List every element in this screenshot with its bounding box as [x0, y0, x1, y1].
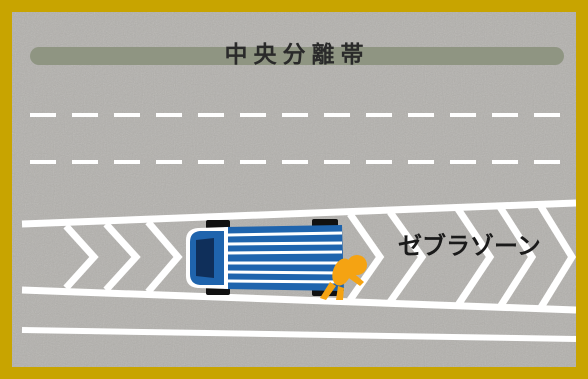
zebra-zone-top-line: [21, 199, 576, 228]
van-top-view-icon: [186, 219, 344, 296]
median-strip: [30, 47, 564, 65]
pedestrian-top-view-icon: [320, 255, 367, 300]
road-surface: [12, 12, 576, 367]
zebra-zone-bottom-line: [21, 286, 576, 314]
road-edge-line: [21, 327, 576, 342]
